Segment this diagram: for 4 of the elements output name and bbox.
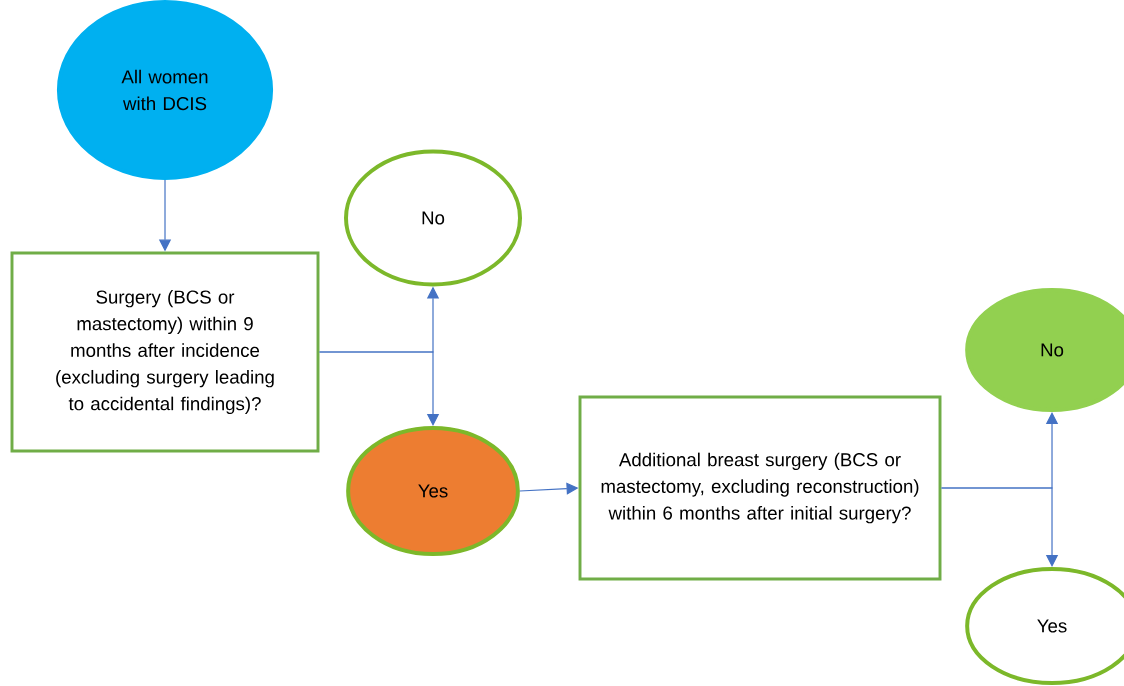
question-box: Surgery (BCS or mastectomy) within 9 months after incidence (excluding surgery leading to accidental findings)? [10, 251, 320, 453]
arrow [318, 351, 440, 426]
question-box: Additional breast surgery (BCS or mastectomy, excluding reconstruction) within 6 months after initial surgery? [578, 395, 942, 581]
arrow [940, 487, 1059, 567]
